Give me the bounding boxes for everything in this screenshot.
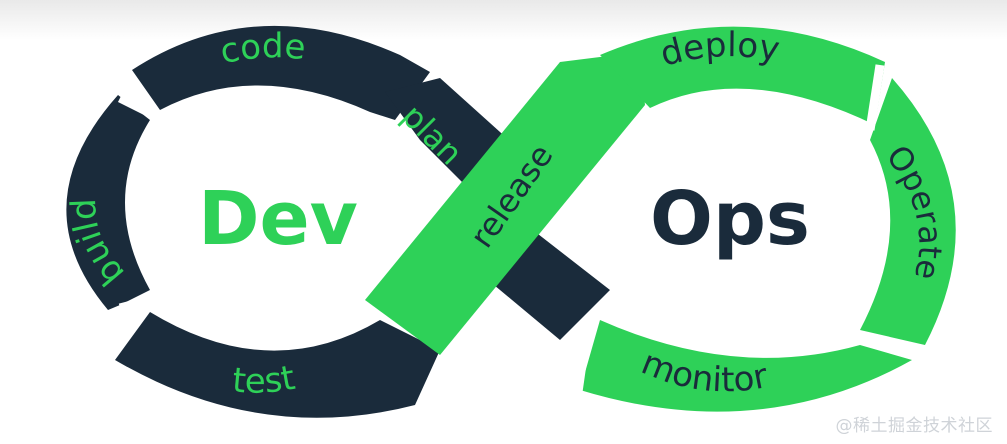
ops-label: Ops (650, 176, 810, 262)
ops-loop (365, 26, 956, 412)
stage-test: test (231, 358, 298, 402)
test-segment (115, 312, 440, 418)
watermark: @稀土掘金技术社区 (835, 416, 993, 436)
deploy-segment (600, 26, 885, 125)
monitor-segment (580, 320, 912, 412)
stage-code: code (217, 26, 308, 72)
dev-label: Dev (198, 176, 358, 262)
release-segment (365, 52, 645, 355)
code-segment (132, 25, 430, 120)
operate-segment (860, 78, 956, 345)
build-segment (66, 95, 150, 310)
